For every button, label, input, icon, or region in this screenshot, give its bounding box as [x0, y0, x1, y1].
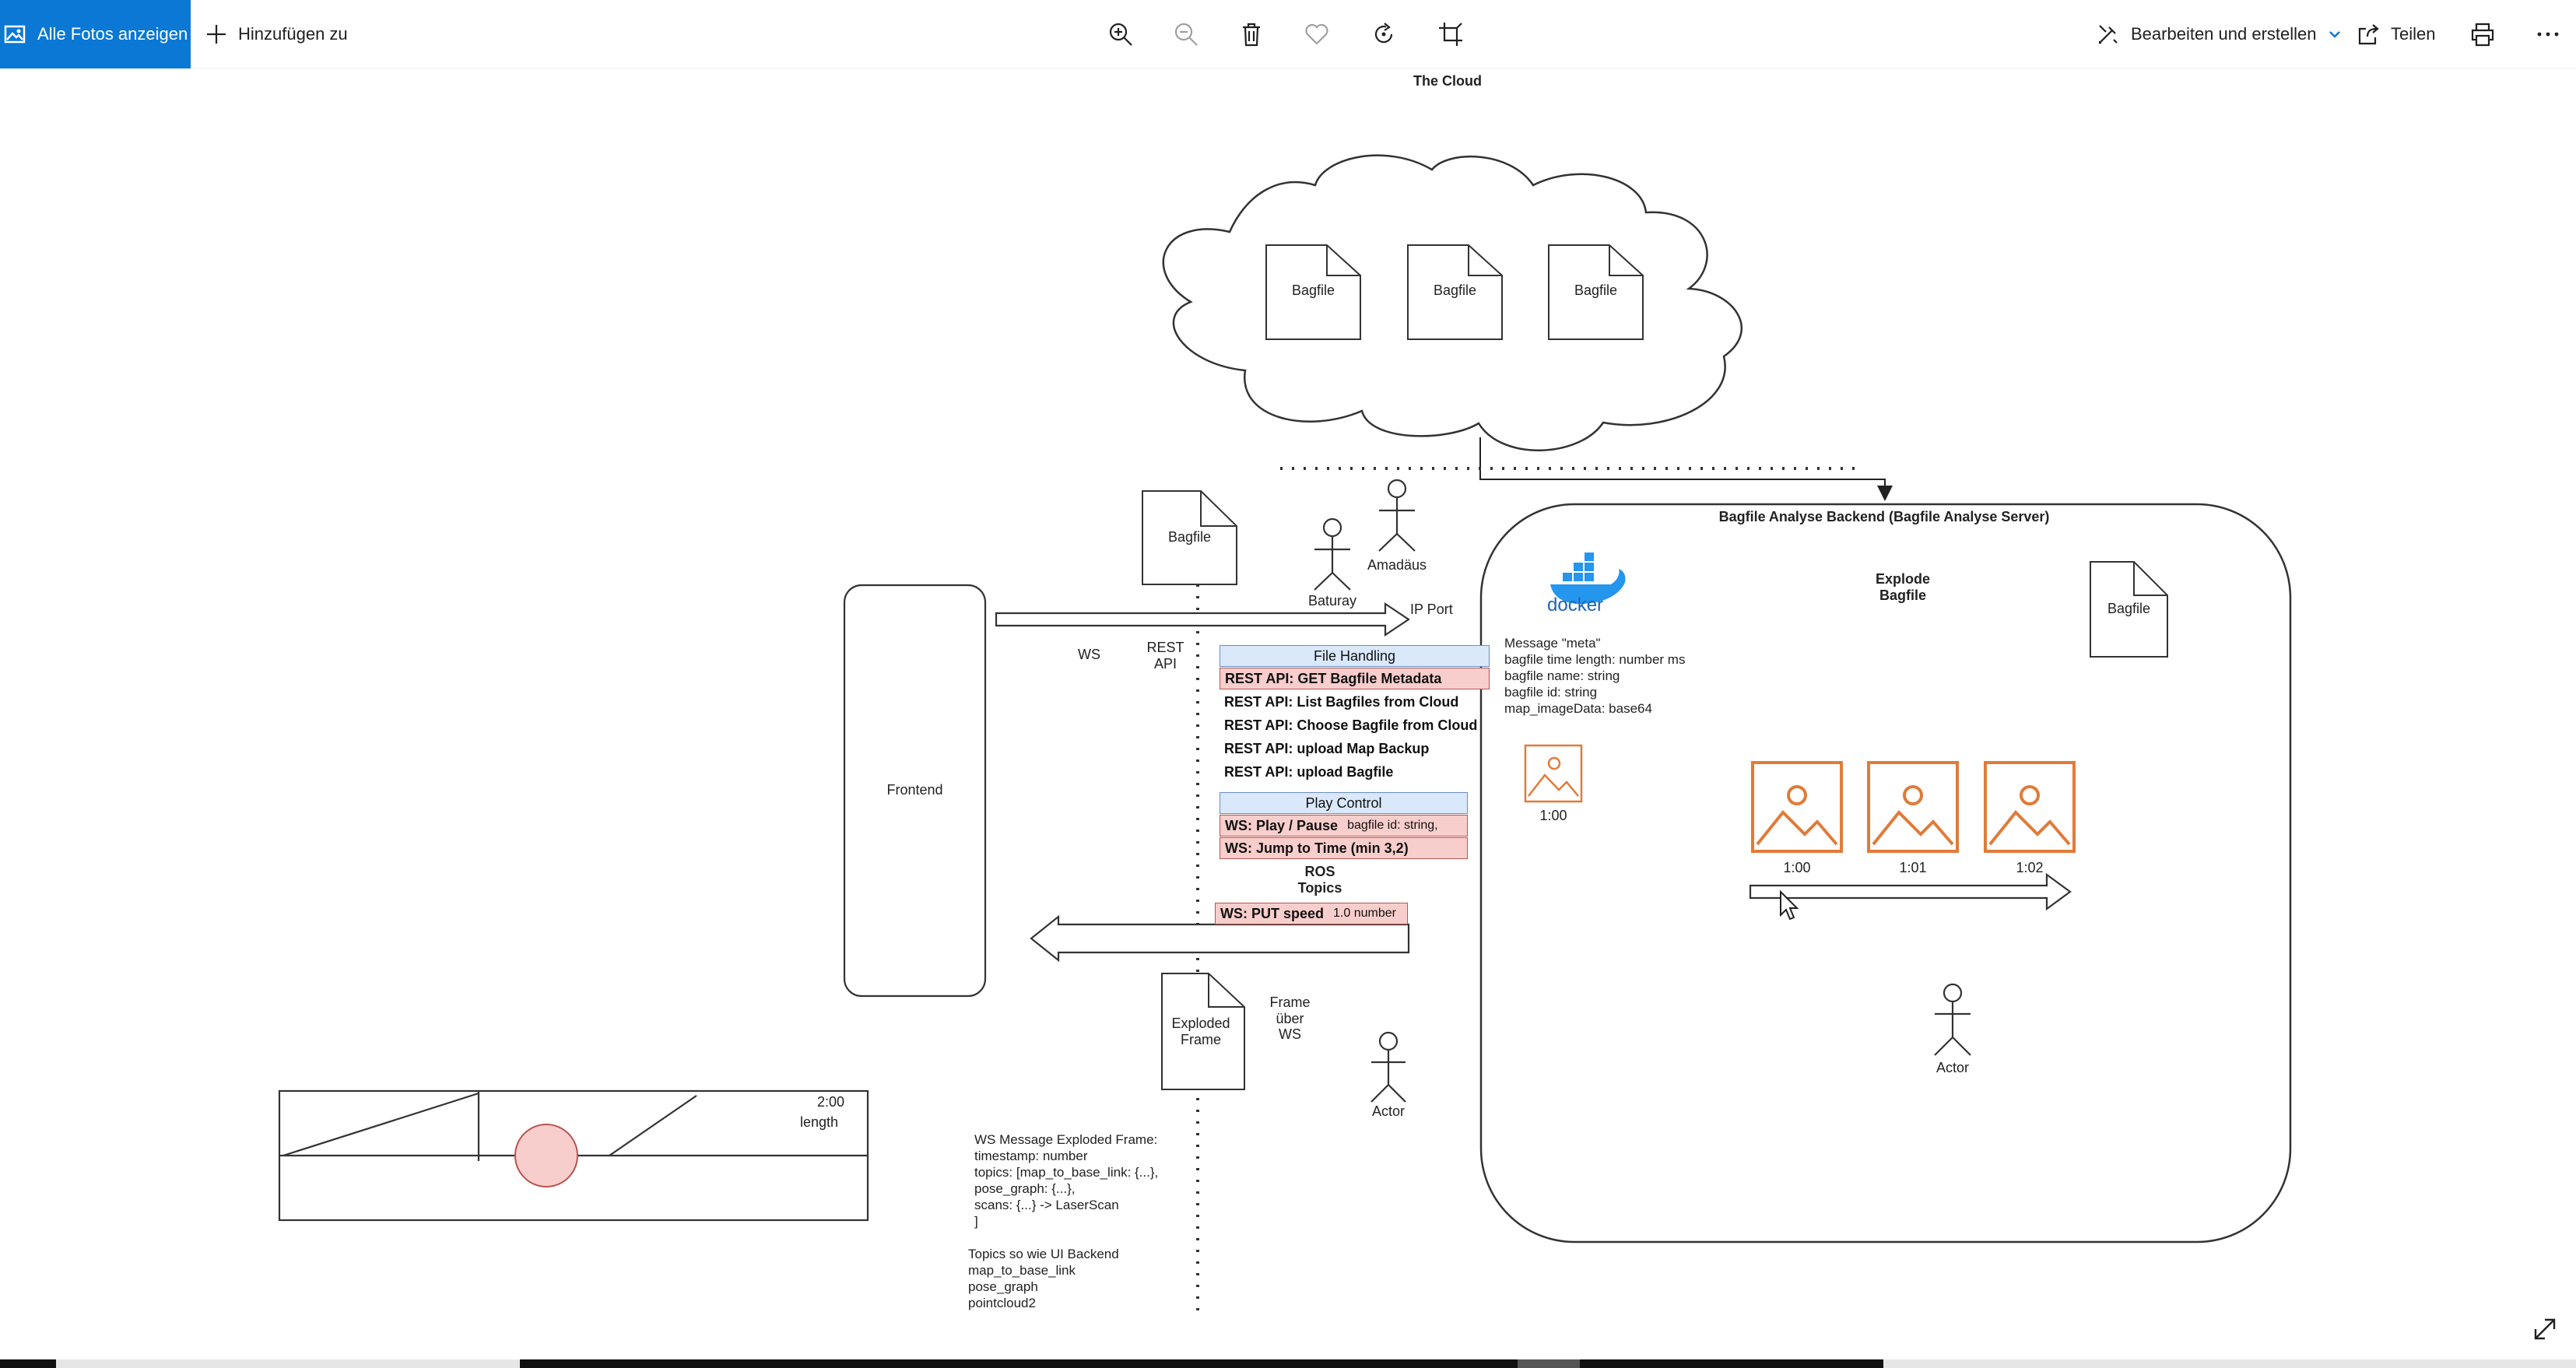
share-icon	[2357, 23, 2380, 46]
exploded-frame-label: Exploded Frame	[1171, 1015, 1230, 1047]
actor-amadaus	[1378, 479, 1416, 552]
image-icon	[3, 23, 26, 46]
backend-title: Bagfile Analyse Backend (Bagfile Analyse…	[1718, 509, 2050, 524]
ws-message-block: WS Message Exploded Frame: timestamp: nu…	[974, 1132, 1159, 1229]
frame-uber-ws-label: Frame über WS	[1269, 994, 1311, 1043]
cloud-bagfile-3	[1548, 244, 1644, 340]
edit-create-button[interactable]: Bearbeiten und erstellen	[2097, 0, 2342, 68]
exploded-frame-doc	[1161, 973, 1245, 1090]
cloud-bagfile-label-3: Bagfile	[1574, 282, 1618, 298]
ros-topics-label: ROS Topics	[1297, 864, 1342, 896]
frames-arrow	[1749, 872, 2072, 911]
actor-backend	[1934, 983, 1971, 1056]
ws-arrow-left	[1030, 914, 1410, 963]
rest-get-metadata: REST API: GET Bagfile Metadata	[1220, 668, 1490, 689]
timeline-length: length	[800, 1114, 839, 1130]
bottom-scrollbar[interactable]	[0, 1359, 2576, 1368]
message-meta-text: Message "meta" bagfile time length: numb…	[1504, 636, 1686, 716]
rest-list-bagfiles: REST API: List Bagfiles from Cloud	[1224, 693, 1459, 710]
add-to-button[interactable]: Hinzufügen zu	[205, 0, 348, 68]
cloud-bagfile-1	[1265, 244, 1361, 340]
ws-label: WS	[1078, 647, 1100, 662]
cloud-backend-connector	[1479, 437, 1893, 501]
file-handling-header: File Handling	[1220, 645, 1490, 667]
edit-create-label: Bearbeiten und erstellen	[2131, 24, 2317, 44]
mouse-cursor	[1780, 889, 1799, 921]
diagram-canvas: The Cloud Bagfile Bagfile Bagfile Bagfil…	[0, 68, 2576, 1352]
image-icon	[1751, 761, 1843, 853]
app-toolbar: Alle Fotos anzeigen Hinzufügen zu Bearbe…	[0, 0, 2576, 68]
image-icon	[1867, 761, 1959, 853]
timeline-playhead	[514, 1124, 578, 1187]
cloud-bagfile-2	[1407, 244, 1503, 340]
top-bagfile-label: Bagfile	[1167, 529, 1212, 545]
top-bagfile	[1142, 490, 1237, 585]
cloud-bagfile-label-2: Bagfile	[1433, 282, 1477, 298]
actor-amadaus-label: Amadäus	[1367, 557, 1427, 573]
image-icon	[1984, 761, 2076, 853]
edit-create-icon	[2097, 23, 2120, 46]
ws-play-pause-label: WS: Play / Pause	[1225, 817, 1339, 833]
rest-choose-bagfile: REST API: Choose Bagfile from Cloud	[1224, 717, 1478, 733]
backend-container	[1479, 503, 2292, 1243]
crop-icon[interactable]	[1435, 19, 1466, 50]
frontend-box	[843, 584, 987, 998]
topics-block: Topics so wie UI Backend map_to_base_lin…	[968, 1247, 1119, 1310]
ws-put-speed-label: WS: PUT speed	[1220, 905, 1325, 921]
docker-label: docker	[1547, 595, 1604, 616]
show-all-photos-button[interactable]: Alle Fotos anzeigen	[0, 0, 191, 68]
expand-icon[interactable]	[2529, 1314, 2560, 1345]
show-all-photos-label: Alle Fotos anzeigen	[37, 24, 188, 44]
backend-bagfile	[2090, 561, 2168, 658]
ws-play-pause-row: WS: Play / Pause bagfile id: string,	[1220, 815, 1468, 837]
actor-mid-label: Actor	[1371, 1103, 1405, 1119]
timeline-time: 2:00	[817, 1094, 845, 1110]
rotate-icon[interactable]	[1368, 19, 1399, 50]
frame-time-2: 1:01	[1899, 860, 1927, 875]
more-icon[interactable]	[2532, 19, 2564, 50]
actor-baturay	[1314, 517, 1351, 591]
small-image-time: 1:00	[1539, 808, 1567, 823]
heart-icon[interactable]	[1301, 19, 1332, 50]
actor-baturay-label: Baturay	[1307, 593, 1357, 609]
ws-arrow-right	[995, 602, 1410, 637]
print-icon[interactable]	[2467, 19, 2498, 50]
explode-bagfile-label: Explode Bagfile	[1875, 571, 1930, 603]
image-icon	[1524, 744, 1583, 803]
ws-put-speed-row: WS: PUT speed 1.0 number	[1215, 903, 1408, 924]
diagram-shapes	[278, 154, 2292, 1314]
docker-logo	[1550, 552, 1626, 604]
frame-time-1: 1:00	[1783, 860, 1811, 875]
rest-upload-bagfile: REST API: upload Bagfile	[1224, 763, 1394, 780]
ws-jump-row: WS: Jump to Time (min 3,2)	[1220, 837, 1468, 859]
zoom-out-icon[interactable]	[1170, 19, 1202, 50]
frame-time-3: 1:02	[2016, 860, 2044, 875]
actor-mid	[1370, 1031, 1406, 1103]
cloud-bagfile-label-1: Bagfile	[1291, 282, 1335, 298]
ws-put-speed-arg: 1.0 number	[1333, 907, 1396, 920]
ip-port-label: IP Port	[1410, 602, 1453, 617]
add-to-label: Hinzufügen zu	[238, 24, 348, 44]
play-control-header: Play Control	[1220, 792, 1468, 814]
backend-bagfile-label: Bagfile	[2107, 601, 2151, 616]
chevron-down-icon	[2328, 27, 2342, 41]
share-label: Teilen	[2391, 24, 2436, 44]
actor-backend-label: Actor	[1936, 1060, 1969, 1075]
share-button[interactable]: Teilen	[2357, 0, 2435, 68]
rest-upload-map-backup: REST API: upload Map Backup	[1224, 740, 1430, 756]
ws-play-pause-args: bagfile id: string,	[1347, 819, 1438, 832]
rest-api-label: REST API	[1146, 640, 1184, 672]
delete-icon[interactable]	[1236, 19, 1267, 50]
cloud-title: The Cloud	[1413, 73, 1482, 89]
zoom-in-icon[interactable]	[1105, 19, 1136, 50]
plus-icon	[205, 23, 227, 45]
frontend-label: Frontend	[886, 782, 943, 798]
